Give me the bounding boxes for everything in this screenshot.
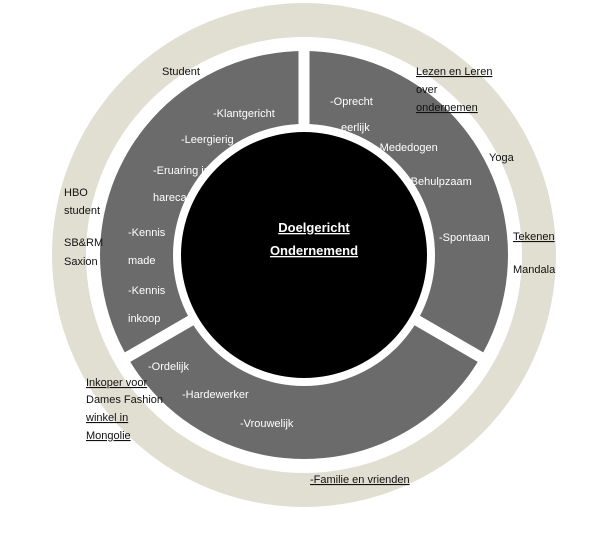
- core-circle: [181, 132, 427, 378]
- left-segment-item: -Eruaring in: [153, 165, 210, 177]
- left-segment-item: hareca: [153, 192, 188, 204]
- core-title-line1: Doelgericht: [278, 220, 350, 235]
- right-segment-item: -Oprecht: [330, 96, 373, 108]
- right-segment-item: -Mededogen: [376, 142, 438, 154]
- label-lezen: over: [416, 84, 438, 96]
- label-mandala: Mandala: [513, 264, 556, 276]
- label-lezen: ondernemen: [416, 102, 478, 114]
- left-segment-item: -Kennis: [128, 227, 166, 239]
- core-title-line2: Ondernemend: [270, 243, 358, 258]
- label-hbo-student: HBO: [64, 187, 88, 199]
- label-tekenen: Tekenen: [513, 231, 555, 243]
- label-inkoper: Inkoper voor: [86, 377, 147, 389]
- bottom-segment-item: -Vrouwelijk: [240, 418, 294, 430]
- label-familie: -Familie en vrienden: [310, 474, 410, 486]
- label-sbrm-saxion: Saxion: [64, 256, 98, 268]
- left-segment-item: -Leergierig: [181, 134, 234, 146]
- right-segment-item: -Behulpzaam: [407, 176, 472, 188]
- bottom-segment-item: -Hardewerker: [182, 389, 249, 401]
- left-segment-item: inkoop: [128, 313, 160, 325]
- label-hbo-student: student: [64, 205, 100, 217]
- left-segment-item: -Klantgericht: [213, 108, 275, 120]
- label-sbrm-saxion: SB&RM: [64, 237, 103, 249]
- left-segment-item: made: [128, 255, 156, 267]
- label-yoga: Yoga: [489, 152, 515, 164]
- left-segment-item: -Kennis: [128, 285, 166, 297]
- label-lezen: Lezen en Leren: [416, 66, 492, 78]
- label-student: Student: [162, 66, 200, 78]
- bottom-segment-item: -Ordelijk: [148, 361, 189, 373]
- label-inkoper: Mongolie: [86, 430, 131, 442]
- right-segment-item: eerlijk: [341, 122, 370, 134]
- label-inkoper: winkel in: [85, 412, 128, 424]
- label-inkoper: Dames Fashion: [86, 394, 163, 406]
- right-segment-item: -Spontaan: [439, 232, 490, 244]
